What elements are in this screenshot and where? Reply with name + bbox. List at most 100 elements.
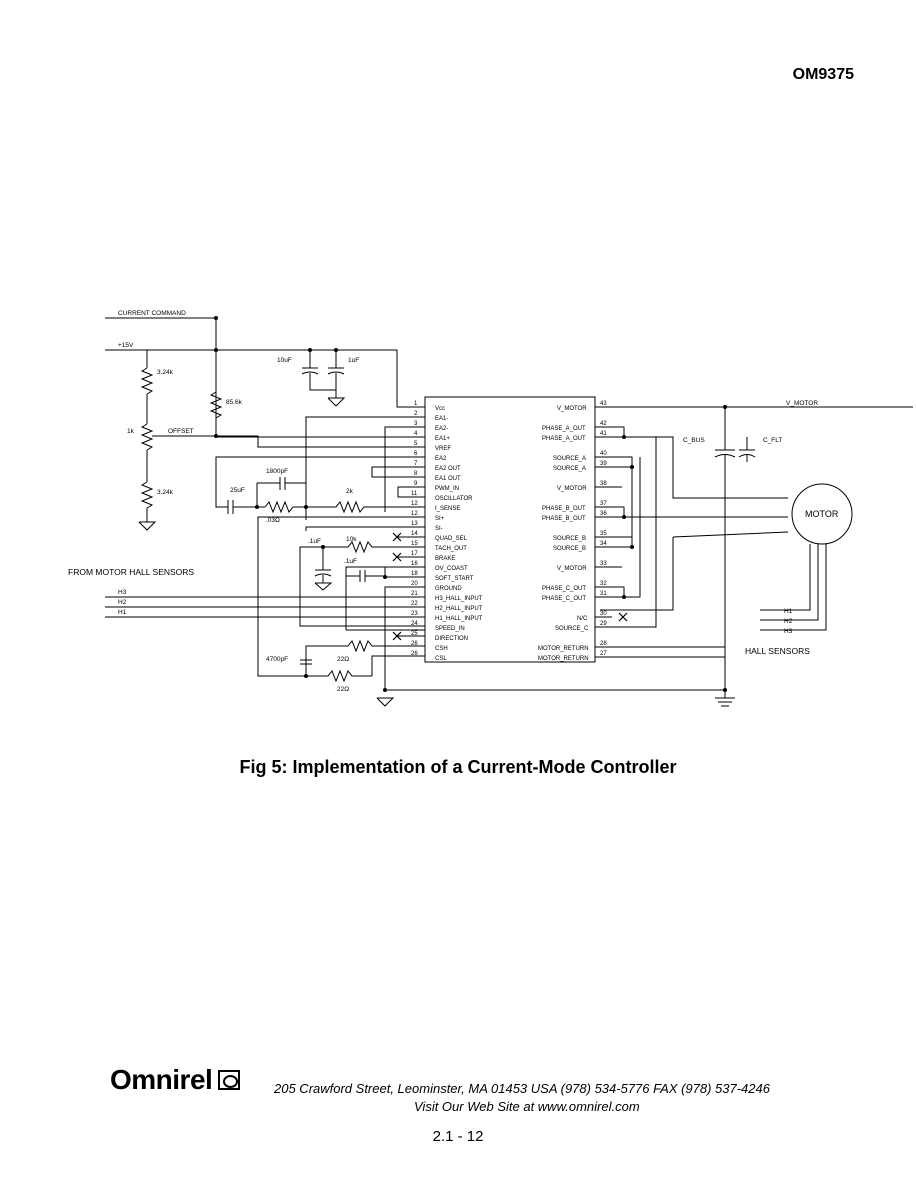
pin-name: PHASE_A_OUT: [542, 426, 586, 432]
pin-num: 34: [600, 541, 607, 547]
wire-15v-rail: [105, 349, 425, 408]
pin-name: MOTOR_RETURN: [538, 656, 589, 662]
label-1uf-c: .1uF: [344, 558, 357, 565]
pin-num: 41: [600, 431, 607, 437]
label-h1-out: H1: [784, 608, 793, 615]
pin-name: EA2 OUT: [435, 466, 461, 472]
pin-num: 12: [411, 501, 418, 507]
pin-num: 28: [600, 641, 607, 647]
label-h3-out: H3: [784, 628, 793, 635]
pin-name: V_MOTOR: [557, 406, 587, 412]
label-25uf: 25uF: [230, 487, 245, 494]
pin-name: SI+: [435, 516, 445, 522]
pin-name: PHASE_C_OUT: [542, 586, 586, 592]
pin-num: 35: [600, 531, 607, 537]
pin-name: SOURCE_A: [553, 456, 586, 462]
pin-num: 12: [411, 511, 418, 517]
pin-num: 1: [414, 401, 418, 407]
label-h2-in: H2: [118, 599, 127, 606]
pin-num: 37: [600, 501, 607, 507]
pin-name: EA2-: [435, 426, 448, 432]
pin-name: SOURCE_A: [553, 466, 586, 472]
resistor-3-24k-bot: [140, 481, 154, 509]
pin-num: 3: [414, 421, 418, 427]
pot-1k: [140, 423, 154, 451]
pin-name: I_SENSE: [435, 506, 460, 512]
ic-body: [424, 396, 596, 663]
label-1k: 1k: [127, 428, 135, 435]
pin-num: 36: [600, 511, 607, 517]
pin-num: 25: [411, 631, 418, 637]
logo-mark-icon: [218, 1070, 241, 1090]
pin-name: PWM_IN: [435, 486, 459, 492]
label-03ohm: .03Ω: [266, 517, 280, 524]
pin-num: 2: [414, 411, 418, 417]
pin-num: 33: [600, 561, 607, 567]
label-4700pf: 4700pF: [266, 656, 288, 663]
label-v-motor-out: V_MOTOR: [786, 400, 818, 407]
label-hall-sensors: HALL SENSORS: [745, 646, 810, 656]
pin-num: 31: [600, 591, 607, 597]
pin-num: 23: [411, 611, 418, 617]
pin-name: H3_HALL_INPUT: [435, 596, 483, 602]
pin-name: OSCILLATOR: [435, 496, 473, 502]
pin-num: 39: [600, 461, 607, 467]
pin-name: PHASE_C_OUT: [542, 596, 586, 602]
pin-name: CSH: [435, 646, 448, 652]
pin-name: SI-: [435, 526, 443, 532]
pin-num: 16: [411, 561, 418, 567]
pin-num: 18: [411, 571, 418, 577]
label-10uf: 10uF: [277, 357, 292, 364]
pin-name: PHASE_B_OUT: [542, 506, 586, 512]
schematic: CURRENT COMMAND +15V 3.24k 1k OFFSET 3.2…: [68, 310, 913, 707]
pin-num: 26: [411, 641, 418, 647]
pin-name: H2_HALL_INPUT: [435, 606, 483, 612]
pin-name: OV_COAST: [435, 566, 468, 572]
pin-name: PHASE_A_OUT: [542, 436, 586, 442]
pin-num: 43: [600, 401, 607, 407]
footer-website: Visit Our Web Site at www.omnirel.com: [414, 1099, 640, 1114]
label-from-hall: FROM MOTOR HALL SENSORS: [68, 567, 194, 577]
pin-num: 13: [411, 521, 418, 527]
pin-name: V_MOTOR: [557, 566, 587, 572]
motor-symbol: [791, 483, 853, 545]
pin-name: EA2: [435, 456, 447, 462]
pin-name: PHASE_B_OUT: [542, 516, 586, 522]
pin-num: 7: [414, 461, 418, 467]
pin-num: 24: [411, 621, 418, 627]
label-c-flt: C_FLT: [763, 437, 782, 444]
pin-num: 22: [411, 601, 418, 607]
part-number: OM9375: [792, 66, 854, 83]
pin-num: 38: [600, 481, 607, 487]
pin-num: 14: [411, 531, 418, 537]
pin-num: 8: [414, 471, 418, 477]
pin-name: SOFT_START: [435, 576, 474, 582]
pin-name: DIRECTION: [435, 636, 468, 642]
label-offset: OFFSET: [168, 428, 194, 435]
pin-name: BRAKE: [435, 556, 455, 562]
label-10k: 10k: [346, 536, 357, 543]
label-1uf-b: .1uF: [308, 538, 321, 545]
resistor-85-6k: [209, 391, 223, 419]
pin-num: 42: [600, 421, 607, 427]
pin-name: SPEED_IN: [435, 626, 465, 632]
pin-num: 5: [414, 441, 418, 447]
pin-name: GROUND: [435, 586, 462, 592]
label-3-24k-bot: 3.24k: [157, 489, 174, 496]
label-3-24k-top: 3.24k: [157, 369, 174, 376]
pin-num: 29: [600, 621, 607, 627]
pin-name: H1_HALL_INPUT: [435, 616, 483, 622]
pin-num: 6: [414, 451, 418, 457]
pin-name: EA1+: [435, 436, 450, 442]
pin-name: CSL: [435, 656, 447, 662]
pin-name: TACH_OUT: [435, 546, 467, 552]
resistor-3-24k-top: [140, 367, 154, 395]
omnirel-logo: Omnirel: [110, 1064, 241, 1096]
pin-num: 26: [411, 651, 418, 657]
label-22ohm-b: 22Ω: [337, 686, 349, 693]
pin-name: QUAD_SEL: [435, 536, 468, 542]
pin-num: 20: [411, 581, 418, 587]
pin-name: MOTOR_RETURN: [538, 646, 589, 652]
pin-num: 30: [600, 611, 607, 617]
pin-num: 4: [414, 431, 418, 437]
